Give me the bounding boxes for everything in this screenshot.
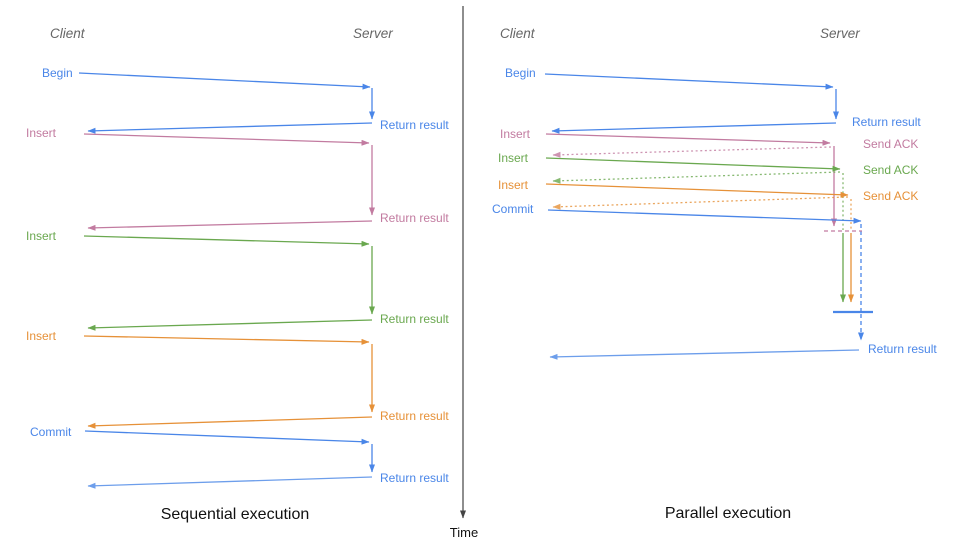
server-lane-header: Server bbox=[820, 26, 860, 41]
commit-label: Commit bbox=[30, 425, 72, 439]
final-return-label: Return result bbox=[868, 342, 937, 356]
seq-insert3-exchange: Insert Return result bbox=[26, 329, 449, 429]
begin-label: Begin bbox=[42, 66, 73, 80]
commit-request-arrow bbox=[84, 430, 370, 445]
par-insert2-exchange: Insert Send ACK bbox=[498, 151, 918, 303]
insert1-ack-arrow bbox=[552, 146, 832, 158]
par-commit-exchange: Commit bbox=[492, 202, 862, 311]
insert1-return-arrow bbox=[87, 220, 373, 231]
insert1-request-arrow bbox=[545, 133, 831, 146]
time-axis: Time bbox=[450, 6, 478, 540]
sequential-caption: Sequential execution bbox=[161, 506, 310, 523]
seq-begin-exchange: Begin Return result bbox=[42, 66, 449, 134]
insert3-request-arrow bbox=[545, 183, 849, 198]
insert2-request-arrow bbox=[545, 157, 841, 172]
begin-label: Begin bbox=[505, 66, 536, 80]
insert1-ack-label: Send ACK bbox=[863, 137, 918, 151]
commit-return-arrow bbox=[87, 476, 373, 489]
seq-insert1-exchange: Insert Return result bbox=[26, 126, 449, 231]
insert3-return-arrow bbox=[87, 416, 373, 429]
insert2-return-arrow bbox=[87, 319, 373, 331]
insert1-label: Insert bbox=[500, 127, 531, 141]
client-lane-header: Client bbox=[500, 26, 536, 41]
client-lane-header: Client bbox=[50, 26, 86, 41]
parallel-panel: Client Server Begin Return result Insert… bbox=[492, 26, 937, 522]
insert3-ack-arrow bbox=[552, 196, 849, 210]
begin-return-label: Return result bbox=[380, 118, 449, 132]
insert3-request-arrow bbox=[83, 335, 370, 345]
seq-commit-exchange: Commit Return result bbox=[30, 425, 449, 489]
insert1-label: Insert bbox=[26, 126, 57, 140]
insert2-label: Insert bbox=[26, 229, 57, 243]
seq-insert2-exchange: Insert Return result bbox=[26, 229, 449, 331]
server-lane-header: Server bbox=[353, 26, 393, 41]
commit-label: Commit bbox=[492, 202, 534, 216]
insert3-ack-label: Send ACK bbox=[863, 189, 918, 203]
begin-return-label: Return result bbox=[852, 115, 921, 129]
parallel-caption: Parallel execution bbox=[665, 505, 791, 522]
insert1-return-label: Return result bbox=[380, 211, 449, 225]
insert3-return-label: Return result bbox=[380, 409, 449, 423]
par-insert1-exchange: Insert Send ACK bbox=[500, 127, 918, 227]
commit-return-label: Return result bbox=[380, 471, 449, 485]
insert2-return-label: Return result bbox=[380, 312, 449, 326]
final-return-arrow bbox=[549, 349, 860, 360]
begin-request-arrow bbox=[78, 72, 371, 90]
time-axis-label: Time bbox=[450, 525, 478, 540]
sequential-panel: Client Server Begin Return result Insert… bbox=[26, 26, 449, 523]
begin-return-arrow bbox=[551, 122, 837, 134]
par-insert3-exchange: Insert Send ACK bbox=[498, 178, 918, 303]
insert1-request-arrow bbox=[83, 133, 370, 146]
insert3-label: Insert bbox=[26, 329, 57, 343]
insert2-ack-arrow bbox=[552, 171, 841, 184]
sync-marks bbox=[824, 230, 873, 341]
insert2-ack-label: Send ACK bbox=[863, 163, 918, 177]
par-begin-exchange: Begin Return result bbox=[505, 66, 921, 134]
begin-return-arrow bbox=[87, 122, 373, 134]
commit-request-arrow bbox=[547, 209, 862, 224]
begin-request-arrow bbox=[544, 73, 834, 90]
insert3-label: Insert bbox=[498, 178, 529, 192]
par-final-return: Return result bbox=[549, 342, 937, 360]
insert2-request-arrow bbox=[83, 235, 370, 247]
insert2-label: Insert bbox=[498, 151, 529, 165]
